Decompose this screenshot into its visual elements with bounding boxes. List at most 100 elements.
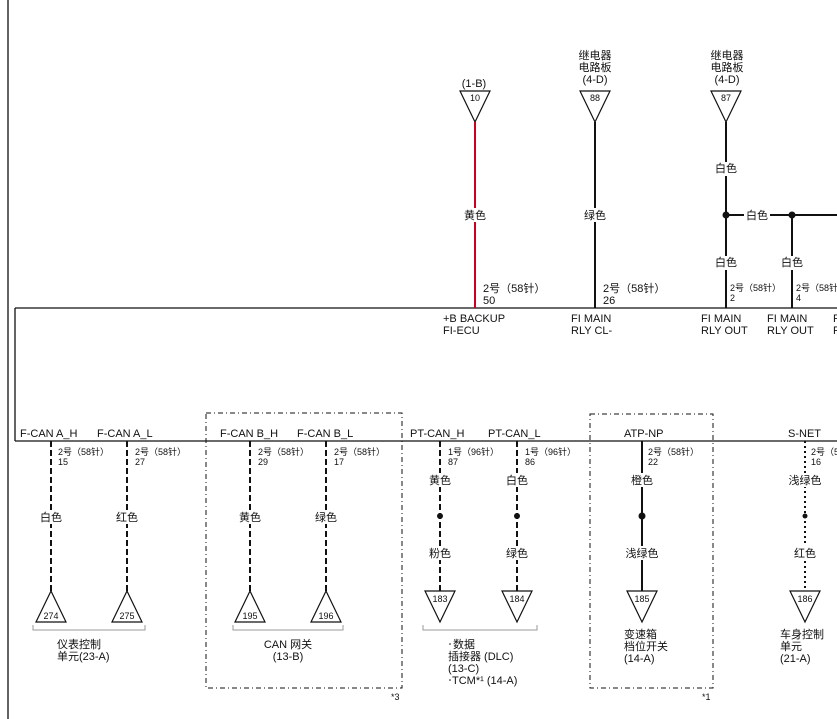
svg-text:FI MAIN: FI MAIN bbox=[767, 313, 807, 325]
component-shift-switch: 变速箱 档位开关 (14-A) bbox=[624, 627, 668, 665]
svg-text:2号（58针）: 2号（58针） bbox=[58, 446, 109, 457]
svg-text:白色: 白色 bbox=[715, 255, 737, 269]
svg-text:数据: 数据 bbox=[453, 637, 475, 651]
svg-text:2号（58针）: 2号（58针） bbox=[258, 446, 309, 457]
svg-text:绿色: 绿色 bbox=[506, 546, 528, 560]
svg-text:ATP-NP: ATP-NP bbox=[624, 428, 664, 440]
svg-text:2号（58针）: 2号（58针） bbox=[603, 281, 665, 295]
svg-text:(14-A): (14-A) bbox=[624, 653, 655, 665]
svg-text:184: 184 bbox=[509, 594, 524, 604]
svg-text:(13-C): (13-C) bbox=[448, 663, 479, 675]
svg-text:2号（58针）: 2号（58针） bbox=[648, 446, 699, 457]
svg-text:15: 15 bbox=[58, 457, 68, 467]
splice-point bbox=[722, 211, 730, 219]
atp-box bbox=[589, 413, 714, 689]
component-meter: 仪表控制 单元(23-A) bbox=[32, 625, 146, 663]
splice-point bbox=[788, 211, 796, 219]
svg-text:(4-D): (4-D) bbox=[714, 74, 739, 86]
svg-text:单元(23-A): 单元(23-A) bbox=[57, 650, 110, 663]
svg-text:275: 275 bbox=[119, 611, 134, 621]
svg-text:4: 4 bbox=[796, 293, 801, 303]
svg-text:2号（58针）: 2号（58针） bbox=[334, 446, 385, 457]
svg-text:(13-B): (13-B) bbox=[273, 651, 304, 663]
pin-label: 2号（58针） bbox=[483, 281, 545, 295]
signal-pt-can-h: PT-CAN_H 1号（96针） 87 黄色 粉色 183 bbox=[410, 428, 499, 624]
signal-name: F-CAN A_H bbox=[20, 428, 78, 440]
svg-text:2号（58: 2号（58 bbox=[811, 447, 837, 457]
svg-text:白色: 白色 bbox=[781, 255, 803, 269]
signal-name: +B BACKUP bbox=[443, 313, 505, 325]
splice-point bbox=[638, 512, 646, 520]
svg-text:单元: 单元 bbox=[780, 640, 802, 653]
svg-text:继电器: 继电器 bbox=[711, 49, 744, 62]
connector-triangle bbox=[459, 90, 491, 124]
component-body-control: 车身控制 单元 (21-A) bbox=[780, 627, 824, 665]
svg-text:183: 183 bbox=[432, 594, 447, 604]
svg-text:86: 86 bbox=[525, 457, 535, 467]
connector-triangle bbox=[710, 90, 742, 124]
svg-text:PT-CAN_H: PT-CAN_H bbox=[410, 428, 464, 440]
splice-point bbox=[514, 513, 520, 519]
svg-text:F-CAN B_H: F-CAN B_H bbox=[220, 428, 278, 440]
svg-text:1号（96针）: 1号（96针） bbox=[448, 446, 499, 457]
signal-s-net: S-NET 2号（58 16 浅绿色 红色 186 bbox=[785, 428, 837, 624]
connector-triangle bbox=[579, 90, 611, 124]
svg-text:185: 185 bbox=[634, 594, 649, 604]
svg-text:F-CAN A_L: F-CAN A_L bbox=[97, 428, 153, 440]
signal-f-can-b-h: F-CAN B_H 2号（58针） 29 黄色 195 bbox=[220, 428, 309, 623]
svg-text:RLY OUT: RLY OUT bbox=[767, 325, 814, 337]
svg-text:白色: 白色 bbox=[746, 208, 768, 222]
connector-number: 87 bbox=[721, 93, 731, 103]
pin-number: 50 bbox=[483, 295, 495, 307]
svg-text:87: 87 bbox=[448, 457, 458, 467]
svg-text:27: 27 bbox=[135, 457, 145, 467]
signal-f-can-b-l: F-CAN B_L 2号（58针） 17 绿色 196 bbox=[297, 428, 385, 623]
svg-text:绿色: 绿色 bbox=[584, 208, 606, 222]
svg-text:196: 196 bbox=[318, 611, 333, 621]
splice-point bbox=[437, 513, 443, 519]
svg-text:白色: 白色 bbox=[506, 473, 528, 487]
svg-text:CAN 网关: CAN 网关 bbox=[264, 637, 312, 651]
svg-text:FI MAIN: FI MAIN bbox=[571, 313, 611, 325]
signal-f-can-a-l: F-CAN A_L 2号（58针） 27 红色 275 bbox=[97, 428, 186, 623]
svg-text:TCM*¹ (14-A): TCM*¹ (14-A) bbox=[452, 675, 517, 687]
footnote-marker: *1 bbox=[702, 692, 711, 702]
svg-text:继电器: 继电器 bbox=[579, 49, 612, 62]
svg-text:浅绿色: 浅绿色 bbox=[789, 473, 822, 487]
svg-text:195: 195 bbox=[242, 611, 257, 621]
top-connector-87: 继电器 电路板 (4-D) 87 白色 白色 白色 白色 2号（58针） 2 2… bbox=[701, 49, 837, 337]
svg-text:车身控制: 车身控制 bbox=[780, 627, 824, 641]
svg-text:黄色: 黄色 bbox=[239, 510, 261, 524]
signal-atp-np: ATP-NP 2号（58针） 22 橙色 浅绿色 185 bbox=[622, 428, 699, 624]
footnote-marker: *3 bbox=[391, 692, 400, 702]
svg-text:2: 2 bbox=[730, 293, 735, 303]
svg-text:F-CAN B_L: F-CAN B_L bbox=[297, 428, 353, 440]
svg-text:电路板: 电路板 bbox=[579, 60, 612, 74]
connector-number: 88 bbox=[590, 93, 600, 103]
svg-text:17: 17 bbox=[334, 457, 344, 467]
svg-text:电路板: 电路板 bbox=[711, 60, 744, 74]
signal-f-can-a-h: F-CAN A_H 2号（58针） 15 白色 274 bbox=[20, 428, 109, 623]
svg-text:粉色: 粉色 bbox=[429, 546, 451, 560]
svg-text:红色: 红色 bbox=[116, 510, 138, 524]
svg-text:RLY OUT: RLY OUT bbox=[701, 325, 748, 337]
signal-pt-can-l: PT-CAN_L 1号（96针） 86 白色 绿色 184 bbox=[488, 428, 576, 624]
svg-text:2号（58针）: 2号（58针） bbox=[730, 282, 781, 293]
svg-text:仪表控制: 仪表控制 bbox=[57, 637, 101, 651]
svg-text:白色: 白色 bbox=[40, 510, 62, 524]
svg-text:插接器 (DLC): 插接器 (DLC) bbox=[448, 649, 513, 663]
svg-text:2号（58针）: 2号（58针） bbox=[135, 446, 186, 457]
svg-text:变速箱: 变速箱 bbox=[624, 627, 657, 641]
svg-text:1号（96针）: 1号（96针） bbox=[525, 446, 576, 457]
splice-point bbox=[802, 513, 808, 519]
connector-number: 274 bbox=[43, 611, 58, 621]
svg-text:FI MAIN: FI MAIN bbox=[701, 313, 741, 325]
connector-triangle bbox=[35, 589, 67, 623]
svg-text:26: 26 bbox=[603, 295, 615, 307]
svg-text:白色: 白色 bbox=[715, 161, 737, 175]
component-dlc: 数据 插接器 (DLC) (13-C) TCM*¹ (14-A) bbox=[422, 625, 538, 687]
connector-number: 10 bbox=[470, 93, 480, 103]
ecu-frame bbox=[7, 0, 837, 719]
svg-text:RLY CL-: RLY CL- bbox=[571, 325, 613, 337]
wire-color-label: 黄色 bbox=[464, 208, 486, 222]
